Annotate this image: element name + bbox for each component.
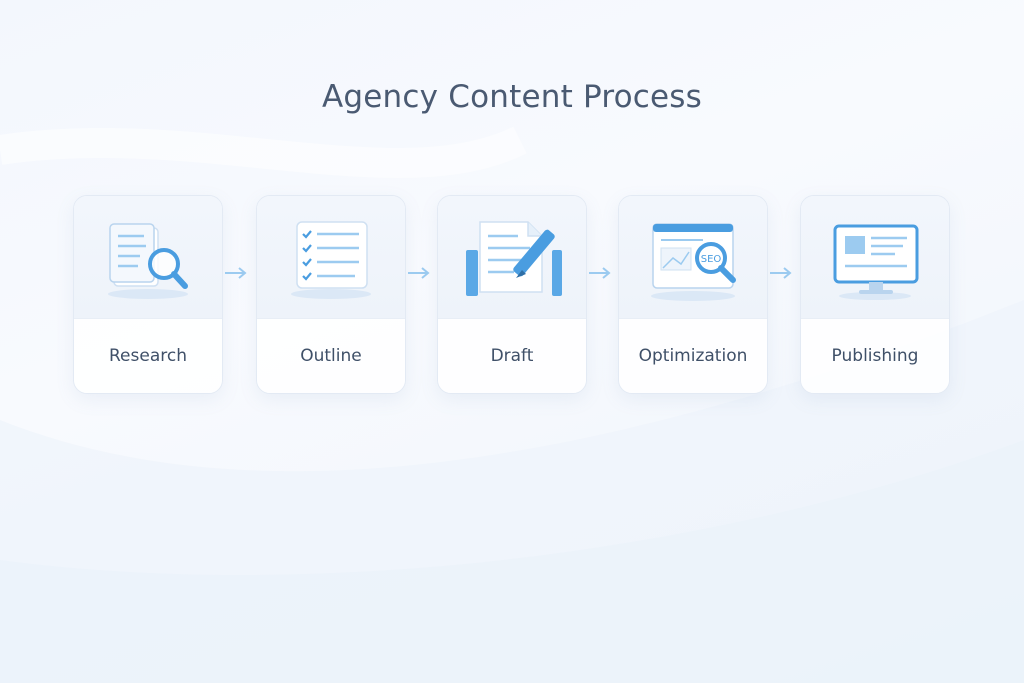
page-title: Agency Content Process bbox=[322, 78, 702, 115]
seo-icon-text: SEO bbox=[701, 254, 722, 265]
seo-magnifier-icon: SEO bbox=[651, 223, 736, 301]
step-card-publishing: Publishing bbox=[800, 195, 950, 394]
step-card-research: Research bbox=[73, 195, 223, 394]
arrow-right-icon bbox=[589, 267, 611, 279]
step-label: Optimization bbox=[619, 318, 767, 393]
step-card-optimization: SEO Optimization bbox=[618, 195, 768, 394]
arrow-right-icon bbox=[225, 267, 247, 279]
document-pencil-icon bbox=[466, 221, 562, 296]
checklist-icon bbox=[291, 221, 371, 299]
step-label: Publishing bbox=[801, 318, 949, 393]
document-magnifier-icon bbox=[108, 223, 188, 299]
arrow-right-icon bbox=[770, 267, 792, 279]
step-card-outline: Outline bbox=[256, 195, 406, 394]
process-flow: Research Outline bbox=[73, 195, 950, 394]
monitor-icon bbox=[833, 224, 919, 300]
arrow-right-icon bbox=[408, 267, 430, 279]
step-label: Research bbox=[74, 318, 222, 393]
step-card-draft: Draft bbox=[437, 195, 587, 394]
step-label: Outline bbox=[257, 318, 405, 393]
step-label: Draft bbox=[438, 318, 586, 393]
